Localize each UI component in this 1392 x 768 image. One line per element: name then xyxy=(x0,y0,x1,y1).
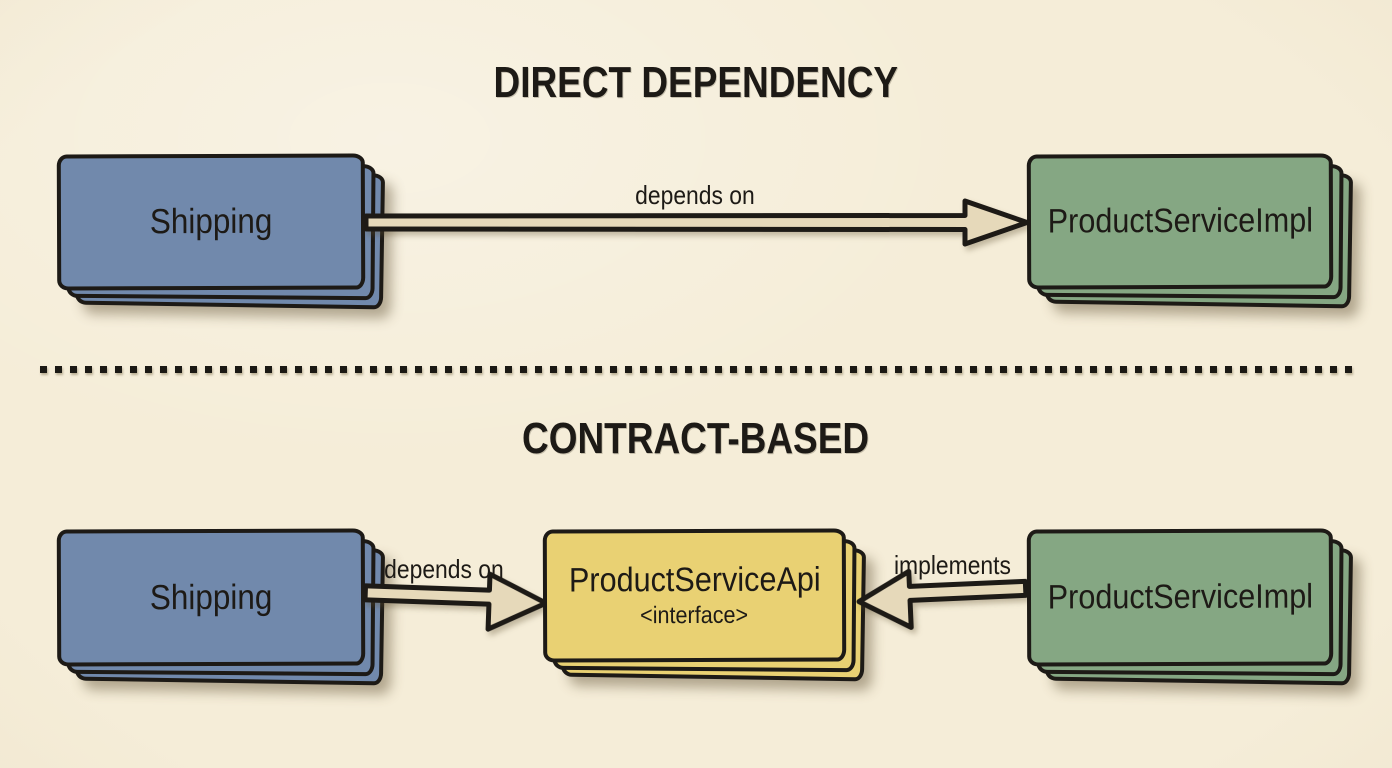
impl-box-contract: ProductServiceImpl xyxy=(1026,528,1354,686)
api-box-front-card: ProductServiceApi <interface> xyxy=(542,528,847,663)
implements-label: implements xyxy=(894,550,1011,580)
direct-dependency-title: DIRECT DEPENDENCY xyxy=(0,58,1392,108)
shipping-box-contract-label: Shipping xyxy=(149,577,273,617)
shipping-box-direct-label: Shipping xyxy=(149,201,273,242)
contract-based-title-text: CONTRACT-BASED xyxy=(522,414,870,463)
impl-box-direct-label: ProductServiceImpl xyxy=(1047,201,1313,241)
impl-box-direct-front-card: ProductServiceImpl xyxy=(1026,153,1334,290)
api-box: ProductServiceApi <interface> xyxy=(542,528,867,682)
section-divider xyxy=(40,366,1356,373)
shipping-box-contract-front-card: Shipping xyxy=(56,528,366,667)
impl-box-contract-front-card: ProductServiceImpl xyxy=(1026,528,1334,667)
impl-box-direct: ProductServiceImpl xyxy=(1026,153,1354,309)
shipping-box-direct: Shipping xyxy=(56,153,386,310)
api-box-label: ProductServiceApi xyxy=(568,560,821,600)
implements-arrow xyxy=(856,568,1029,630)
shipping-box-direct-front-card: Shipping xyxy=(56,153,366,291)
impl-box-contract-label: ProductServiceImpl xyxy=(1047,577,1313,617)
depends-on-arrow-contract xyxy=(362,571,549,632)
depends-on-label-direct: depends on xyxy=(635,180,755,210)
depends-on-label-contract: depends on xyxy=(384,554,504,584)
api-box-interface-label: <interface> xyxy=(640,601,749,630)
depends-on-arrow-direct xyxy=(363,198,1030,247)
direct-dependency-title-text: DIRECT DEPENDENCY xyxy=(493,58,899,107)
contract-based-title: CONTRACT-BASED xyxy=(0,414,1392,464)
shipping-box-contract: Shipping xyxy=(56,528,386,686)
